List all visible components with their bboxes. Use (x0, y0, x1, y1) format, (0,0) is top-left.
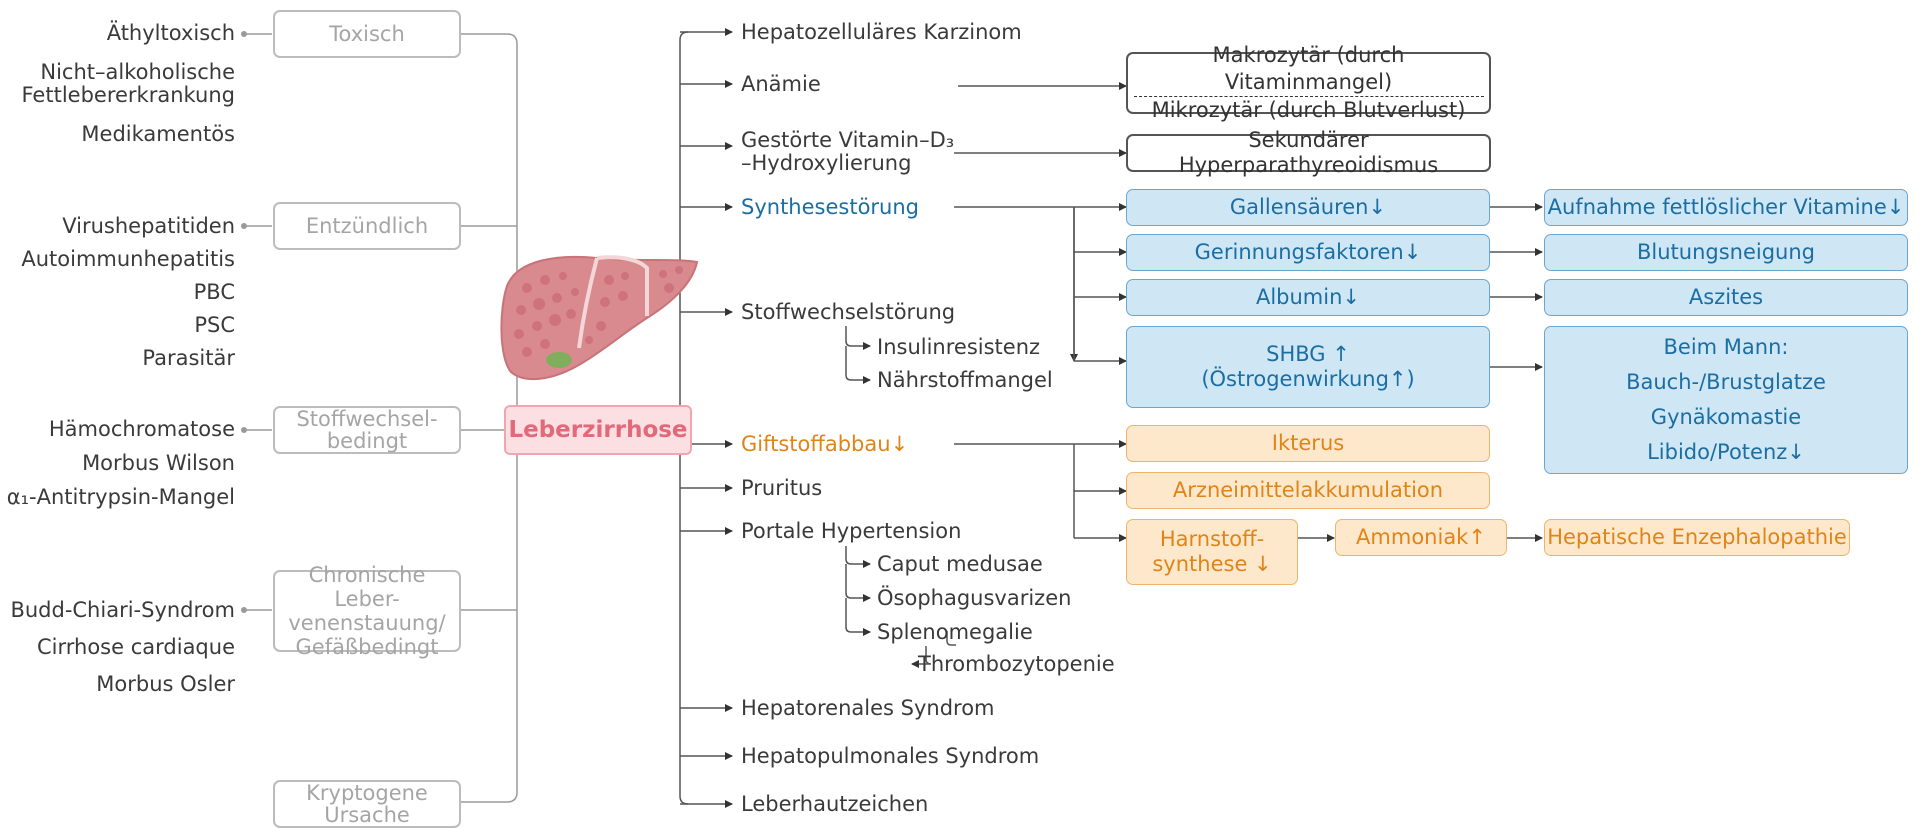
icterus-label: Ikterus (1272, 431, 1344, 456)
cause-metabolic-box: Stoffwechsel- bedingt (273, 406, 461, 454)
consequence-synthesis: Synthesestörung (741, 194, 919, 220)
encephalopathy-box: Hepatische Enzephalopathie (1544, 519, 1850, 556)
male-effect-item: Gynäkomastie (1651, 400, 1801, 435)
cause-inflammatory-box: Entzündlich (273, 202, 461, 250)
vitamin-uptake-box: Aufnahme fettlöslicher Vitamine↓ (1544, 189, 1908, 226)
consequence-hepatopulmonal: Hepatopulmonales Syndrom (741, 743, 1039, 769)
cause-cryptogenic-box: Kryptogene Ursache (273, 780, 461, 828)
icterus-box: Ikterus (1126, 425, 1490, 462)
consequence-caput: Caput medusae (877, 551, 1043, 577)
consequence-metabolism: Stoffwechselstörung (741, 299, 955, 325)
anemia-micro: Mikrozytär (durch Blutverlust) (1152, 97, 1466, 124)
cause-cryptogenic-label-line: Kryptogene (306, 782, 428, 804)
hyperparathyroidism-label: Sekundärer Hyperparathyreoidismus (1128, 128, 1489, 178)
male-effects-title: Beim Mann: (1664, 330, 1789, 365)
cause-metabolic-label-line: bedingt (327, 430, 407, 452)
cause-metabolic-label-line: Stoffwechsel- (296, 408, 437, 430)
anemia-macro: Makrozytär (durch Vitaminmangel) (1134, 42, 1484, 97)
cause-vascular-box: Chronische Leber- venenstauung/ Gefäßbed… (273, 570, 461, 652)
consequence-hcc: Hepatozelluläres Karzinom (741, 19, 1022, 45)
cause-item: Autoimmunhepatitis (21, 246, 235, 272)
coagulation-box: Gerinnungsfaktoren↓ (1126, 234, 1490, 271)
cause-item: Parasitär (142, 345, 235, 371)
cause-item: Virushepatitiden (62, 213, 235, 239)
urea-label-line: synthese ↓ (1152, 552, 1271, 577)
cause-vascular-label-line: Gefäßbedingt (296, 635, 439, 659)
liver-illustration (497, 248, 699, 390)
consequence-hepatorenal: Hepatorenales Syndrom (741, 695, 995, 721)
male-effect-item: Bauch-/Brustglatze (1626, 365, 1826, 400)
shbg-box: SHBG ↑ (Östrogenwirkung↑) (1126, 326, 1490, 408)
cause-item: PBC (194, 279, 235, 305)
male-effect-item: Libido/Potenz↓ (1647, 435, 1805, 470)
cause-cryptogenic-label-line: Ursache (324, 804, 410, 826)
consequence-spleno: Splenomegalie (877, 619, 1033, 645)
bile-acid-box: Gallensäuren↓ (1126, 189, 1490, 226)
encephalopathy-label: Hepatische Enzephalopathie (1547, 525, 1847, 550)
cause-vascular-label-line: venenstauung/ (288, 611, 445, 635)
cause-item: α₁-Antitrypsin-Mangel (7, 484, 235, 510)
ammonia-label: Ammoniak↑ (1356, 525, 1486, 550)
anemia-types-box: Makrozytär (durch Vitaminmangel) Mikrozy… (1126, 52, 1491, 114)
albumin-box: Albumin↓ (1126, 279, 1490, 316)
male-effects-box: Beim Mann: Bauch-/Brustglatze Gynäkomast… (1544, 326, 1908, 474)
cause-item: Cirrhose cardiaque (37, 634, 235, 660)
bleeding-box: Blutungsneigung (1544, 234, 1908, 271)
consequence-vitd-line2: –Hydroxylierung (741, 150, 911, 176)
consequence-pruritus: Pruritus (741, 475, 822, 501)
urea-label-line: Harnstoff- (1160, 527, 1264, 552)
cause-dots (241, 31, 247, 613)
bile-acid-label: Gallensäuren↓ (1230, 195, 1386, 220)
consequence-toxin: Giftstoffabbau↓ (741, 431, 908, 457)
drug-accumulation-label: Arzneimittelakkumulation (1173, 478, 1443, 503)
urea-synthesis-box: Harnstoff- synthese ↓ (1126, 519, 1298, 585)
cause-toxic-label: Toxisch (329, 22, 405, 47)
cause-item: Fettlebererkrankung (22, 82, 236, 108)
center-node-leberzirrhose: Leberzirrhose (504, 405, 692, 455)
vitamin-uptake-label: Aufnahme fettlöslicher Vitamine↓ (1548, 195, 1905, 220)
cause-item: PSC (194, 312, 235, 338)
cause-item: Morbus Osler (96, 671, 235, 697)
cause-toxic-box: Toxisch (273, 10, 461, 58)
consequence-thrombo: Thrombozytopenie (918, 651, 1115, 677)
bleeding-label: Blutungsneigung (1637, 240, 1815, 265)
cause-inflammatory-label: Entzündlich (306, 214, 428, 239)
consequence-insulin: Insulinresistenz (877, 334, 1040, 360)
coagulation-label: Gerinnungsfaktoren↓ (1195, 240, 1422, 265)
albumin-label: Albumin↓ (1256, 285, 1360, 310)
consequence-skin: Leberhautzeichen (741, 791, 928, 817)
cause-item: Äthyltoxisch (107, 20, 235, 46)
hyperparathyroidism-box: Sekundärer Hyperparathyreoidismus (1126, 134, 1491, 172)
consequence-portal: Portale Hypertension (741, 518, 961, 544)
ascites-box: Aszites (1544, 279, 1908, 316)
consequence-nutrient: Nährstoffmangel (877, 367, 1053, 393)
shbg-label: SHBG ↑ (1266, 342, 1350, 367)
estrogen-label: (Östrogenwirkung↑) (1201, 367, 1414, 392)
cause-item: Budd-Chiari-Syndrom (10, 597, 235, 623)
cause-item: Hämochromatose (49, 416, 235, 442)
cause-item: Medikamentös (81, 121, 235, 147)
consequence-anemia: Anämie (741, 71, 821, 97)
cause-vascular-label-line: Chronische Leber- (275, 563, 459, 611)
consequence-varices: Ösophagusvarizen (877, 585, 1071, 611)
ascites-label: Aszites (1689, 285, 1763, 310)
drug-accumulation-box: Arzneimittelakkumulation (1126, 472, 1490, 509)
cause-item: Morbus Wilson (82, 450, 235, 476)
ammonia-box: Ammoniak↑ (1335, 519, 1507, 556)
